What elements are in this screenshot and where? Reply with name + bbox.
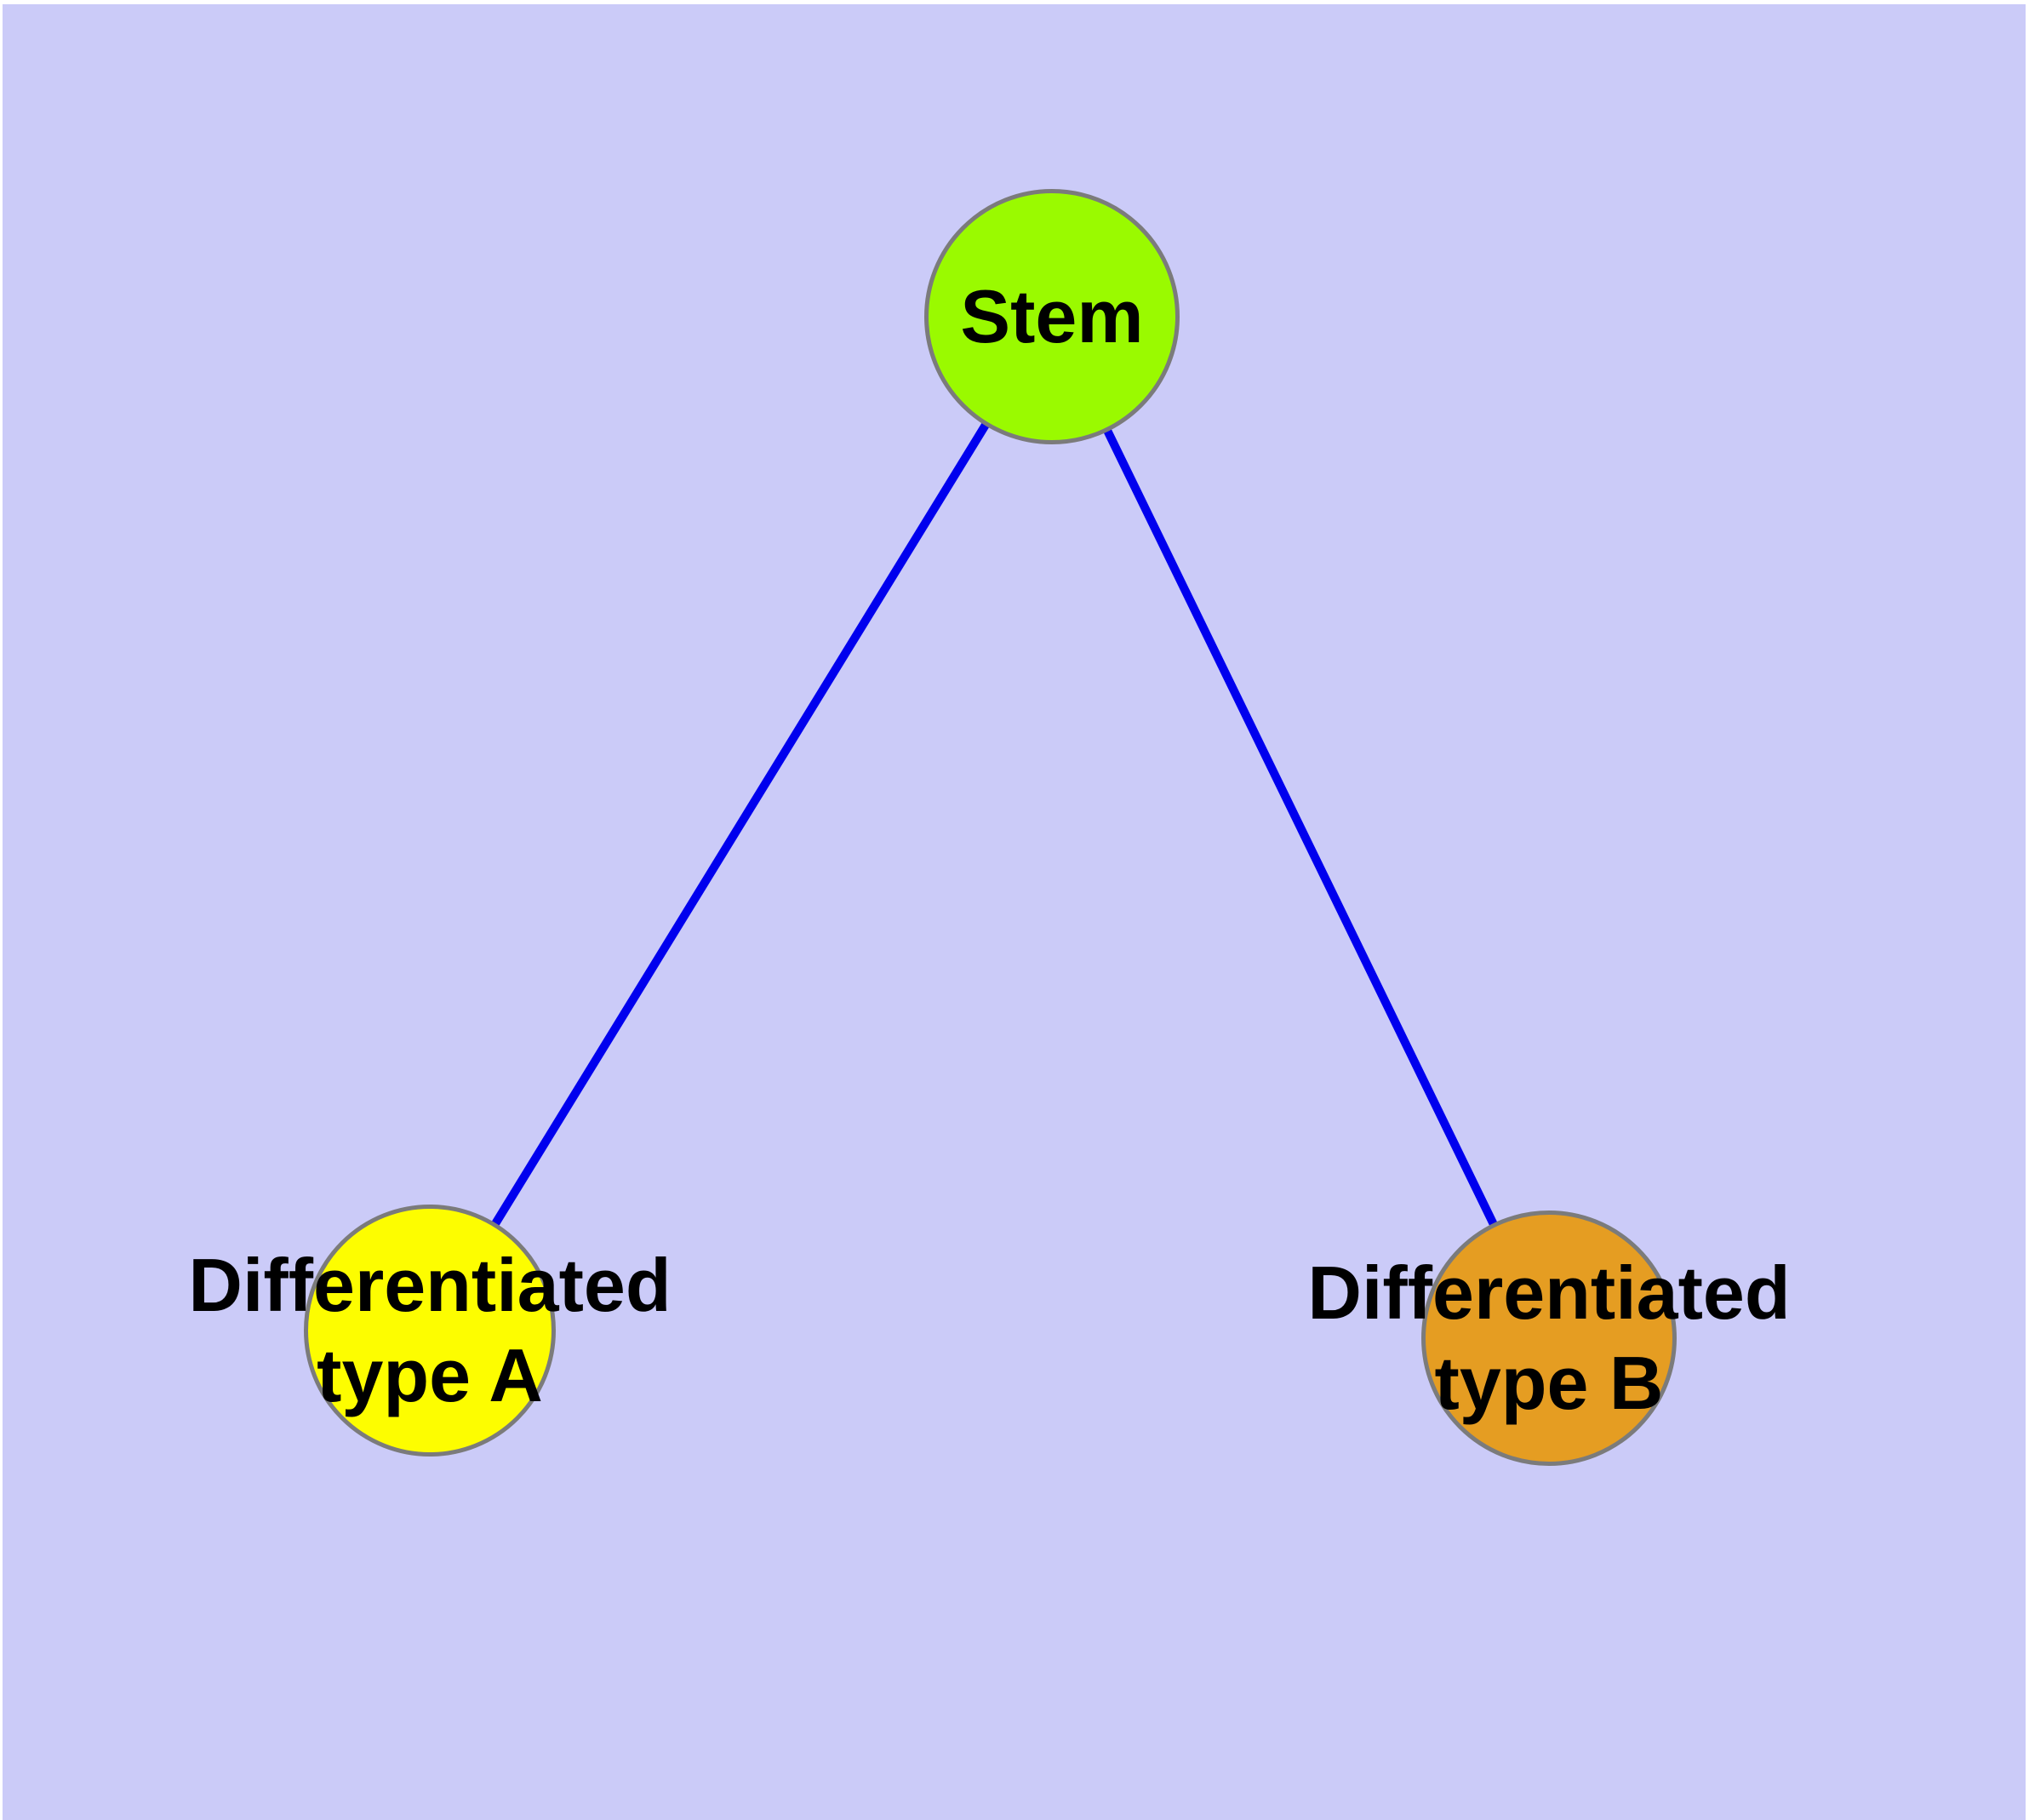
node-stem-label: Stem (960, 274, 1144, 359)
node-differentiated-type-a: Differentiated type A (188, 1205, 672, 1457)
edge-stem-to-type-b (1048, 314, 1553, 1341)
node-differentiated-type-b: Differentiated type B (1307, 1210, 1791, 1466)
node-stem: Stem (924, 189, 1180, 444)
edge-stem-to-type-a (426, 314, 1056, 1333)
